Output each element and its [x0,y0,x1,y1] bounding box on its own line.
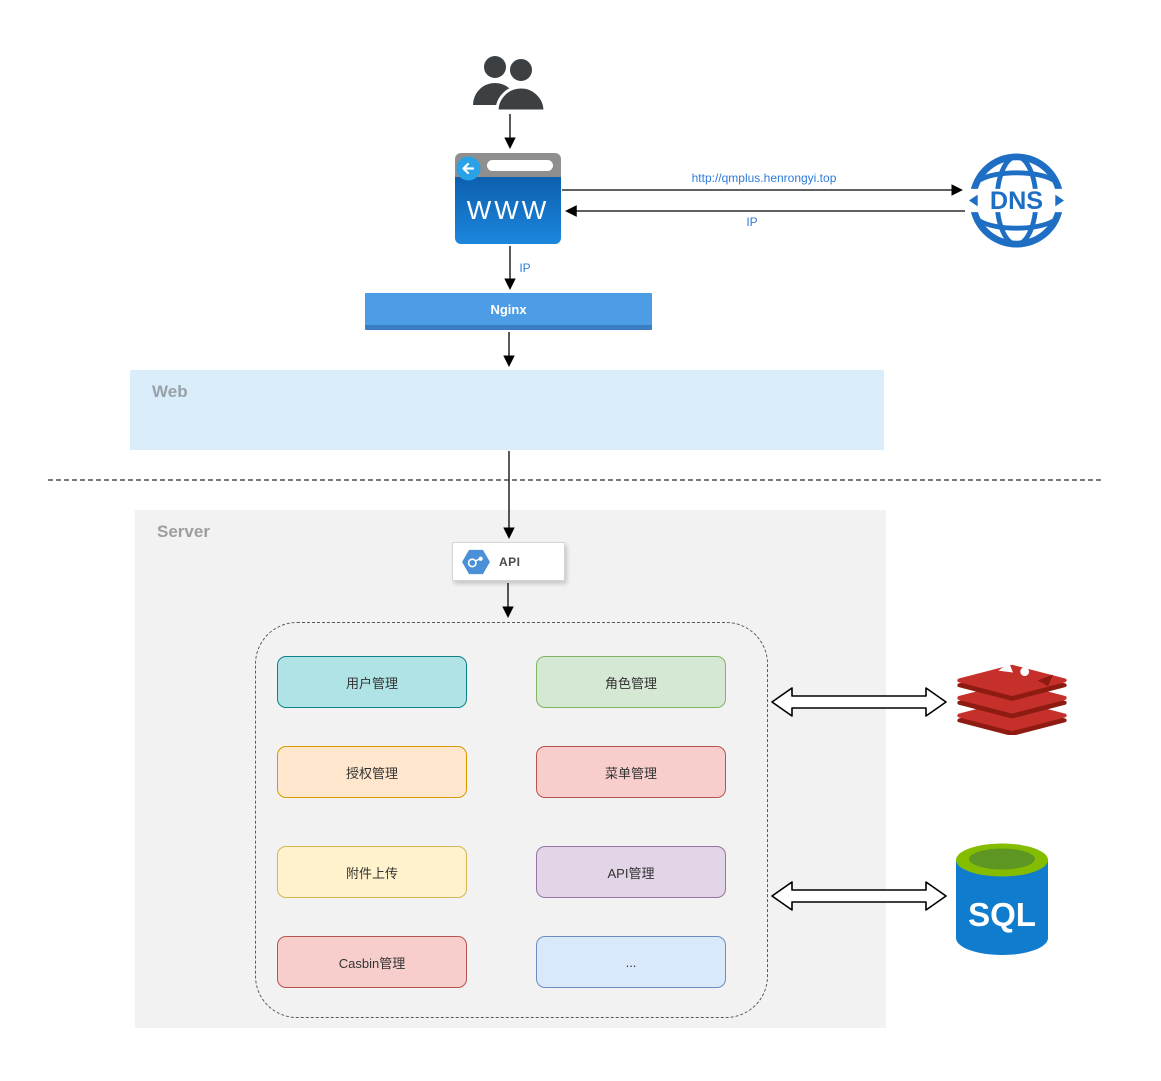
module-label: 附件上传 [345,865,398,881]
module-label: 菜单管理 [604,765,657,781]
api-hexagon-icon [462,549,490,575]
module-box-casbin-mgmt: Casbin管理 [277,936,467,988]
server-zone: Server [135,510,886,1028]
api-node: API [452,542,565,581]
server-zone-label: Server [157,522,210,541]
module-label: Casbin管理 [338,955,406,971]
dns-label: DNS [990,187,1043,215]
module-label: API管理 [607,865,655,881]
module-box-user-mgmt: 用户管理 [277,656,467,708]
module-box-auth-mgmt: 授权管理 [277,746,467,798]
web-zone-label: Web [152,382,188,401]
redis-icon [953,655,1071,740]
dns-node: DNS [968,152,1065,254]
browser-addressbar [487,160,553,171]
browser-body: WWW [455,177,561,244]
api-label: API [499,554,521,569]
module-label: 用户管理 [345,675,398,691]
edge-label-ip-down: IP [519,261,531,275]
module-box-menu-mgmt: 菜单管理 [536,746,726,798]
module-label: ... [625,954,637,970]
module-label: 角色管理 [604,675,657,691]
nginx-label: Nginx [490,301,527,317]
module-box-more: ... [536,936,726,988]
edge-label-ip-return: IP [746,215,758,229]
module-box-file-upload: 附件上传 [277,846,467,898]
sql-label: SQL [968,896,1036,933]
edge-label-url: http://qmplus.henrongyi.top [691,171,837,185]
modules-container: 用户管理 角色管理 授权管理 菜单管理 附件上传 API管理 Casbin管理 … [255,622,768,1018]
module-box-role-mgmt: 角色管理 [536,656,726,708]
browser-node: WWW [455,153,561,244]
users-icon [471,54,547,117]
module-box-api-mgmt: API管理 [536,846,726,898]
browser-back-icon [456,156,481,181]
browser-www-label: WWW [466,195,550,225]
web-zone: Web [130,370,884,450]
nginx-node: Nginx [365,293,652,330]
module-label: 授权管理 [345,765,398,781]
sql-database-icon: SQL [950,838,1054,967]
